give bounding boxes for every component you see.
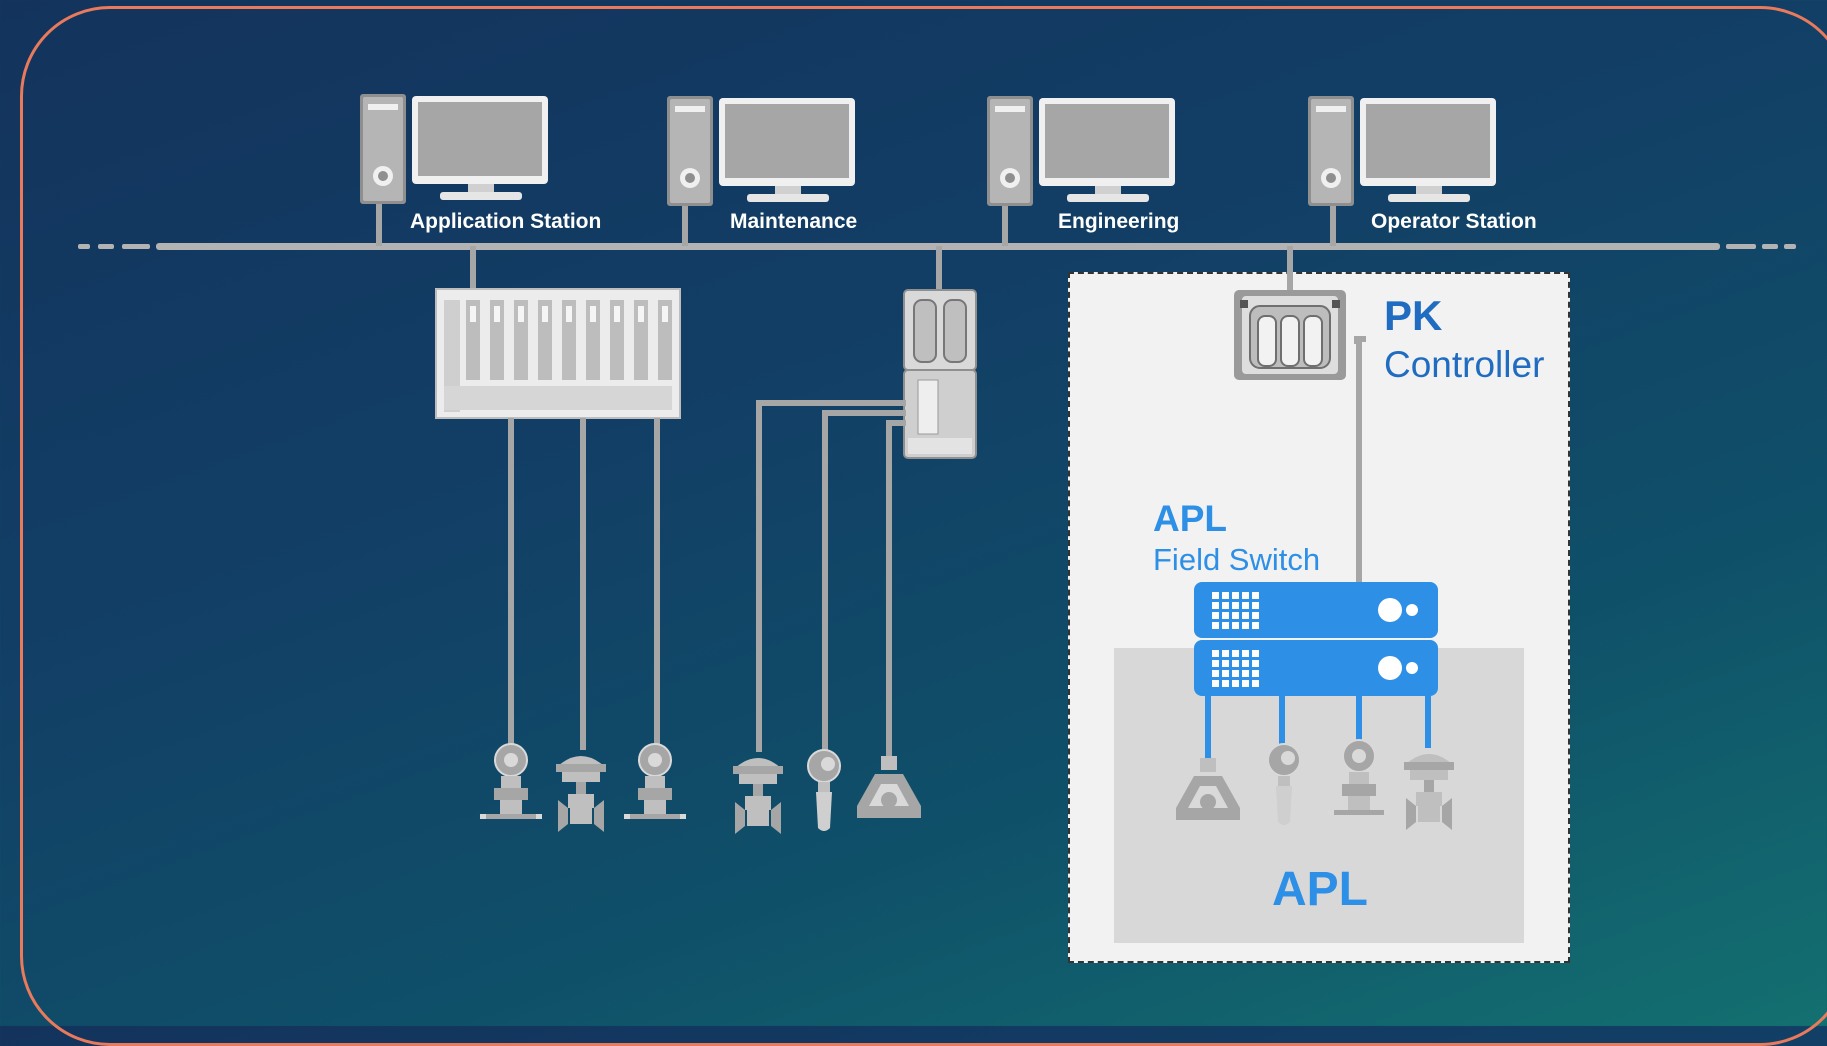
apl-level-transmitter-icon [1267,743,1301,826]
charm-controller-icon [903,289,977,459]
pk-controller-title: PK [1384,292,1443,339]
field-switch-subtitle: Field Switch [1153,542,1321,577]
apl-pressure-transmitter-icon [1327,739,1391,816]
pressure-transmitter-icon [623,743,687,820]
station-label-application: Application Station [410,210,602,233]
pressure-transmitter-icon [479,743,543,820]
field-switch-title: APL [1153,498,1227,539]
apl-zone-label: APL [1272,863,1368,916]
station-label-operator: Operator Station [1371,210,1537,233]
control-valve-icon [733,758,783,834]
apl-flowmeter-icon [1176,758,1240,820]
apl-field-switch-icon [1194,582,1438,696]
io-rack-icon [435,288,681,419]
apl-zone [1114,648,1524,943]
maintenance-computer-icon [667,96,855,206]
station-label-maintenance: Maintenance [730,210,858,233]
apl-control-valve-icon [1404,754,1454,830]
control-valve-icon [556,756,606,832]
station-label-engineering: Engineering [1058,210,1180,233]
operator-station-computer-icon [1308,96,1496,206]
flowmeter-icon [857,756,921,818]
pk-controller-icon [1234,290,1346,380]
level-transmitter-icon [807,749,841,832]
pk-controller-subtitle: Controller [1384,344,1545,385]
engineering-computer-icon [987,96,1175,206]
application-station-computer-icon [360,94,548,204]
